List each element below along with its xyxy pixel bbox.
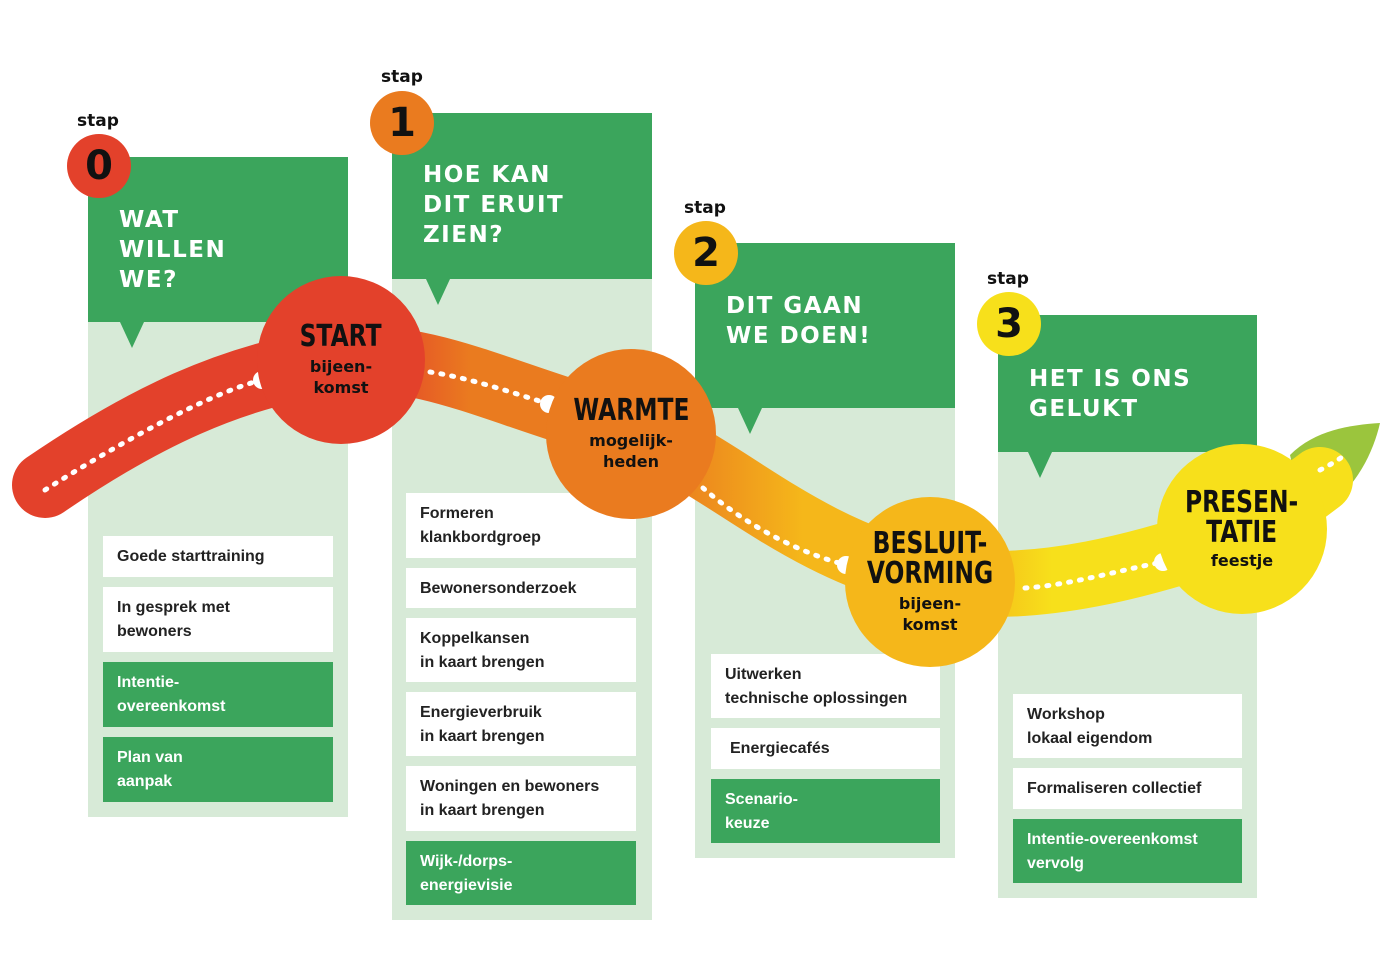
- step-2-item-2: Scenario- keuze: [711, 779, 940, 843]
- milestone-start: START bijeen- komst: [257, 276, 425, 444]
- step-2-title: DIT GAAN WE DOEN!: [726, 293, 872, 349]
- step-2-item-0: Uitwerken technische oplossingen: [711, 654, 940, 718]
- step-3-number-badge: 3: [977, 292, 1041, 356]
- step-2-stap-label: stap: [684, 198, 726, 218]
- step-1-stap-label: stap: [381, 67, 423, 87]
- step-0-header: WAT WILLEN WE?: [88, 157, 348, 322]
- milestone-start-title: START: [299, 319, 383, 354]
- step-0-item-2: Intentie- overeenkomst: [103, 662, 333, 727]
- step-1-item-2: Koppelkansen in kaart brengen: [406, 618, 636, 682]
- step-0-title: WAT WILLEN WE?: [119, 207, 227, 293]
- road-dotted-line: [42, 369, 1348, 591]
- step-3-item-1: Formaliseren collectief: [1013, 768, 1242, 809]
- milestone-warmte-title: WARMTE: [572, 393, 690, 428]
- step-1-title: HOE KAN DIT ERUIT ZIEN?: [423, 162, 565, 248]
- milestone-warmte-subtitle: mogelijk- heden: [589, 431, 673, 471]
- step-2-item-1: Energiecafés: [711, 728, 940, 769]
- step-3-item-0: Workshop lokaal eigendom: [1013, 694, 1242, 758]
- step-2-header: DIT GAAN WE DOEN!: [695, 243, 955, 408]
- step-1-number-badge: 1: [370, 91, 434, 155]
- step-1-item-3: Energieverbruik in kaart brengen: [406, 692, 636, 756]
- step-1-item-1: Bewonersonderzoek: [406, 568, 636, 608]
- milestone-besluitvorming: BESLUIT- VORMING bijeen- komst: [845, 497, 1015, 667]
- step-3-title: HET IS ONS GELUKT: [1029, 366, 1192, 422]
- step-0-item-1: In gesprek met bewoners: [103, 587, 333, 652]
- milestone-presentatie-title: PRESEN- TATIE: [1185, 484, 1299, 550]
- step-2-speech-tail: [738, 408, 762, 434]
- step-3-stap-label: stap: [987, 269, 1029, 289]
- milestone-warmte: WARMTE mogelijk- heden: [546, 349, 716, 519]
- step-0-stap-label: stap: [77, 111, 119, 131]
- step-2-number-badge: 2: [674, 221, 738, 285]
- milestone-start-subtitle: bijeen- komst: [309, 357, 373, 397]
- step-0-item-0: Goede starttraining: [103, 536, 333, 577]
- milestone-besluitvorming-subtitle: bijeen- komst: [898, 594, 962, 634]
- step-3-speech-tail: [1028, 452, 1052, 478]
- step-1-item-5: Wijk-/dorps- energievisie: [406, 841, 636, 905]
- milestone-presentatie: PRESEN- TATIE feestje: [1157, 444, 1327, 614]
- step-0-number-badge: 0: [67, 134, 131, 198]
- step-3-item-2: Intentie-overeenkomst vervolg: [1013, 819, 1242, 883]
- milestone-presentatie-subtitle: feestje: [1210, 550, 1274, 570]
- step-1-speech-tail: [426, 279, 450, 305]
- step-3-header: HET IS ONS GELUKT: [998, 315, 1257, 452]
- step-1-header: HOE KAN DIT ERUIT ZIEN?: [392, 113, 652, 279]
- milestone-besluitvorming-title: BESLUIT- VORMING: [866, 526, 994, 591]
- step-0-speech-tail: [120, 322, 144, 348]
- step-0-item-3: Plan van aanpak: [103, 737, 333, 802]
- step-1-item-4: Woningen en bewoners in kaart brengen: [406, 766, 636, 831]
